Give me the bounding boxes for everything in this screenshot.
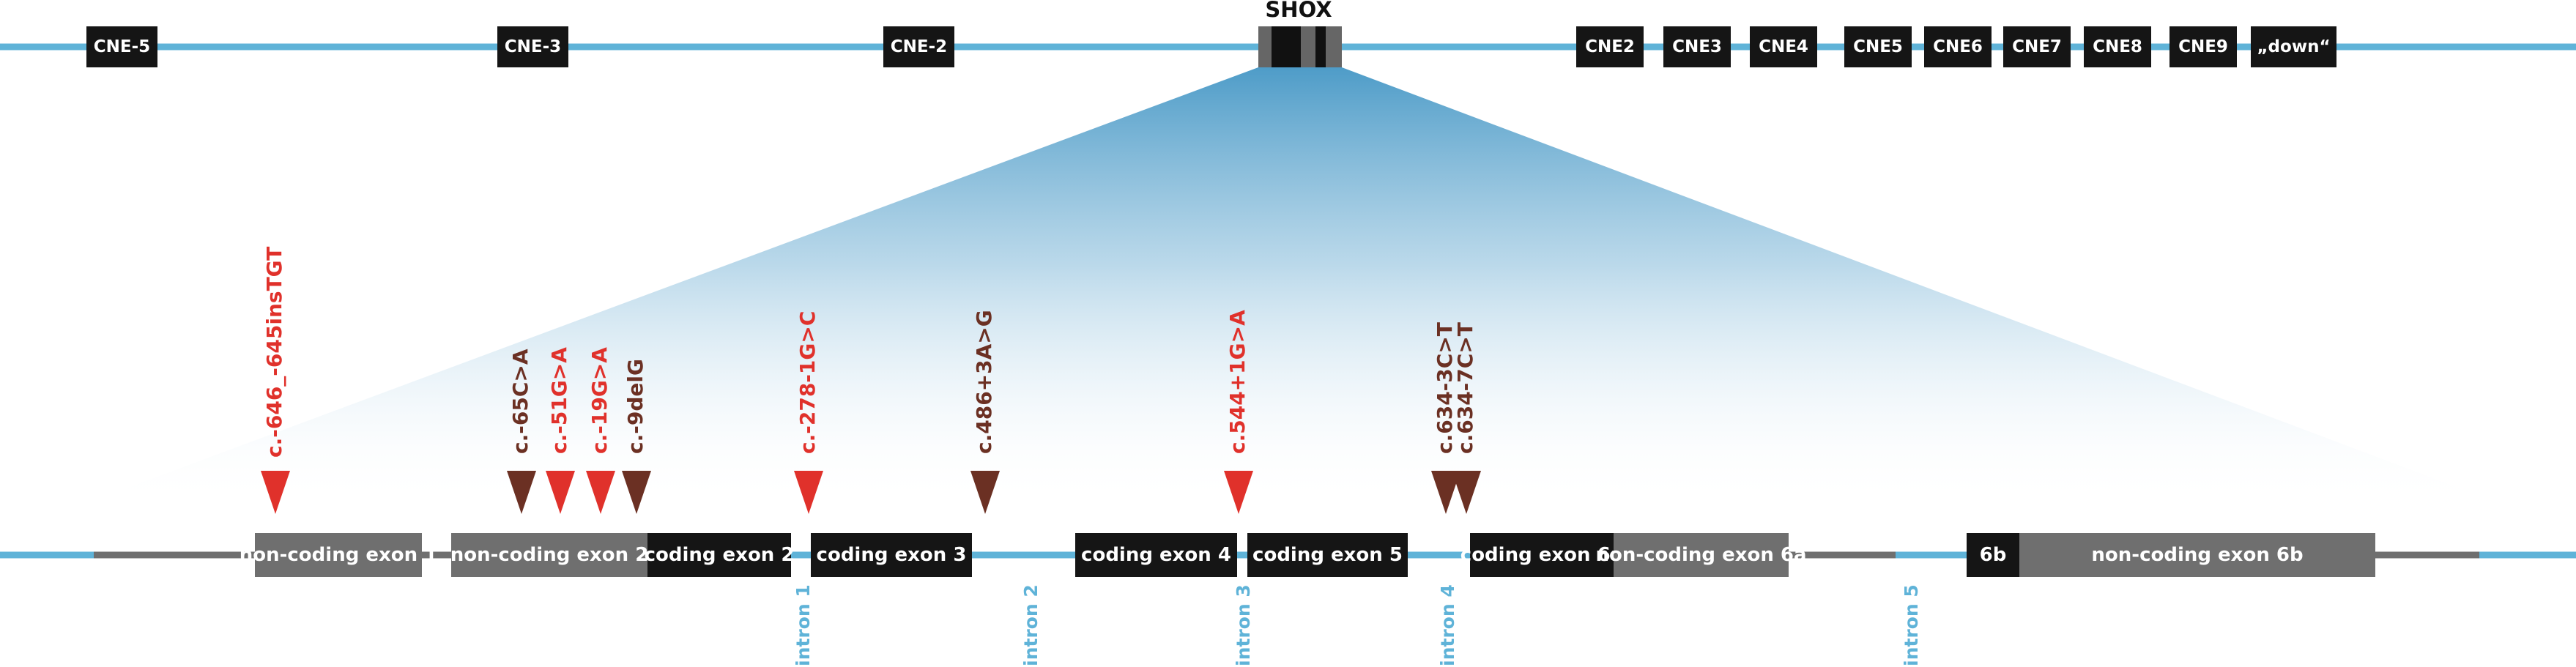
variant-arrow bbox=[1224, 471, 1253, 514]
variant-arrow bbox=[970, 471, 1000, 514]
exon-box: non-coding exon 6b bbox=[2019, 533, 2375, 577]
variant-label: c.-646_-645insTGT bbox=[262, 246, 286, 458]
cne-box: CNE9 bbox=[2169, 26, 2237, 67]
exon-box: coding exon 4 bbox=[1075, 533, 1237, 577]
variant-arrow bbox=[794, 471, 823, 514]
variant-arrow bbox=[507, 471, 536, 514]
variant-label: c.-19G>A bbox=[587, 347, 612, 454]
exon-box: 6b bbox=[1967, 533, 2019, 577]
variant-label: c.-278-1G>C bbox=[795, 310, 820, 454]
exon-box: non-coding exon 6a bbox=[1595, 533, 1807, 577]
cne-box: CNE2 bbox=[1576, 26, 1644, 67]
variant-arrow bbox=[622, 471, 651, 514]
variant-label: c.486+3A>G bbox=[972, 310, 996, 454]
variant-label: c.-65C>A bbox=[508, 349, 532, 455]
cne-box: „down“ bbox=[2251, 26, 2336, 67]
variant-label: c.634-7C>T bbox=[1453, 322, 1477, 454]
variant-arrow bbox=[546, 471, 575, 514]
variant-arrow bbox=[586, 471, 615, 514]
exon-box: coding exon 6a bbox=[1460, 533, 1623, 577]
cne-box: CNE-5 bbox=[86, 26, 157, 67]
cne-box: CNE7 bbox=[2003, 26, 2071, 67]
shox-gene-label: SHOX bbox=[1265, 0, 1332, 22]
exon-box: non-coding exon 1 bbox=[240, 533, 437, 577]
exon-box: coding exon 2 bbox=[645, 533, 794, 577]
exon-box: non-coding exon 2 bbox=[450, 533, 648, 577]
intron-label: intron 3 bbox=[1233, 584, 1254, 666]
shox-gene-block bbox=[1258, 26, 1342, 67]
exon-box: coding exon 3 bbox=[811, 533, 972, 577]
exon-box: coding exon 5 bbox=[1247, 533, 1408, 577]
cne-box: CNE-2 bbox=[883, 26, 954, 67]
intron-label: intron 2 bbox=[1020, 584, 1042, 666]
variant-markers bbox=[261, 471, 1481, 514]
variant-label: c.544+1G>A bbox=[1225, 310, 1250, 454]
variant-arrow bbox=[1431, 471, 1460, 514]
cne-box: CNE8 bbox=[2084, 26, 2151, 67]
variant-arrow bbox=[261, 471, 290, 514]
cne-box: CNE-3 bbox=[497, 26, 568, 67]
variant-label: c.-51G>A bbox=[547, 347, 571, 454]
cne-box: CNE5 bbox=[1844, 26, 1912, 67]
intron-label: intron 5 bbox=[1901, 584, 1922, 666]
cne-box: CNE3 bbox=[1663, 26, 1731, 67]
cne-box: CNE4 bbox=[1750, 26, 1817, 67]
variant-arrow bbox=[1452, 471, 1481, 514]
intron-label: intron 1 bbox=[793, 584, 814, 666]
cne-box: CNE6 bbox=[1924, 26, 1992, 67]
variant-label: c.-9delG bbox=[623, 359, 647, 454]
zoom-projection bbox=[81, 67, 2505, 505]
intron-label: intron 4 bbox=[1437, 584, 1458, 666]
